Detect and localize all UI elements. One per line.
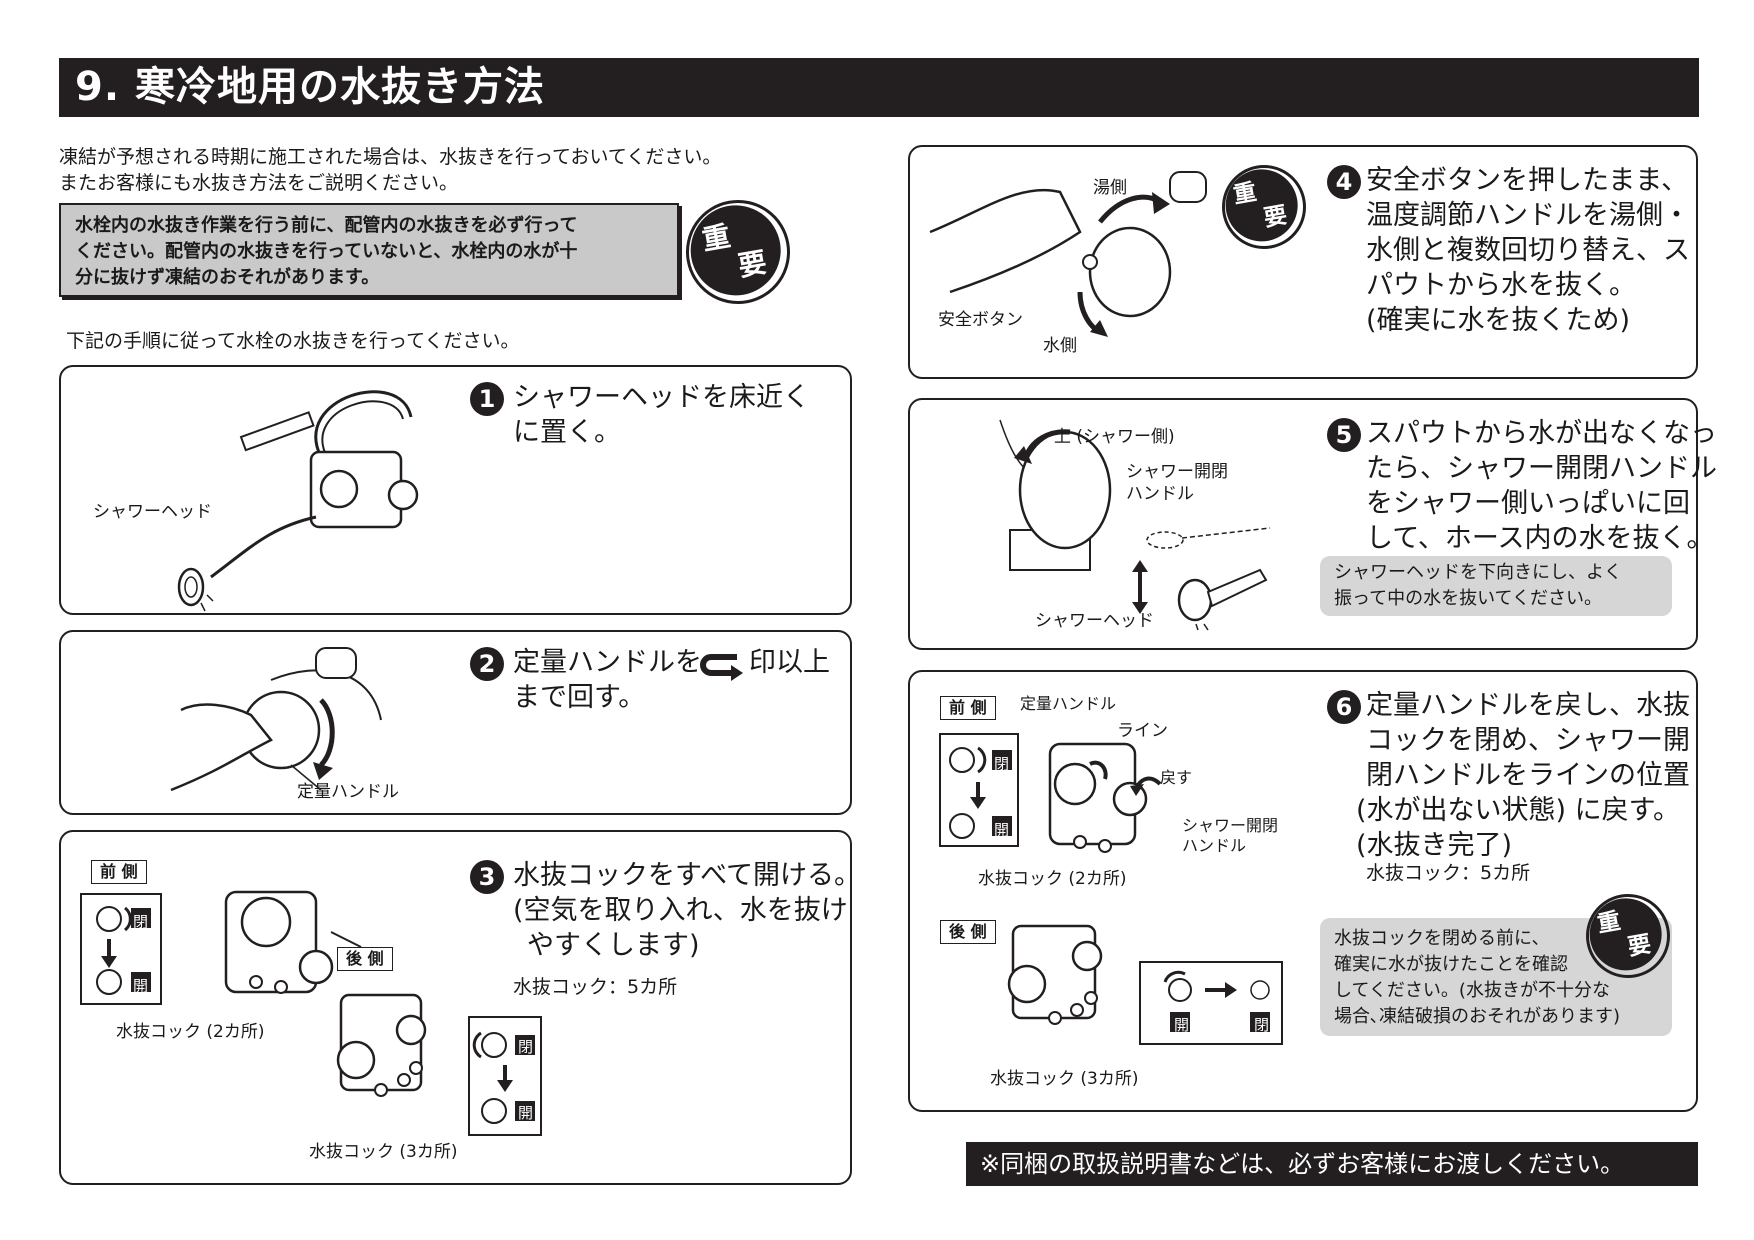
step-5-tip: シャワーヘッドを下向きにし、よく 振って中の水を抜いてください。	[1320, 556, 1672, 616]
cock-inset-back	[468, 1016, 542, 1136]
step-5-line-3: をシャワー側いっぱいに回	[1366, 488, 1690, 519]
safety-button-illustration	[929, 171, 1207, 337]
close-label-back: 閉	[518, 1038, 534, 1056]
cock-inset-front	[80, 893, 162, 1005]
step-2-line-1a: 定量ハンドルを	[513, 647, 702, 678]
step-2-number: 2	[470, 647, 504, 681]
step-4-number: 4	[1327, 165, 1361, 199]
safety-button-label: 安全ボタン	[938, 310, 1023, 330]
step-4-panel: 湯側 安全ボタン 水側 重 要 4 安全ボタンを押したまま、 温度調節ハンドルを…	[908, 145, 1698, 379]
step-2-line-2: まで回す。	[513, 682, 646, 713]
front-side-tag: 前 側	[91, 860, 147, 884]
warning-line-2: ください。配管内の水抜きを行っていないと、水栓内の水が十	[75, 241, 578, 262]
valve-body-front-illustration	[224, 890, 362, 994]
pipe-drain-warning: 水栓内の水抜き作業を行う前に、配管内の水抜きを必ず行って ください。配管内の水抜…	[59, 203, 679, 297]
return-label: 戻す	[1160, 768, 1193, 787]
warning-line-1: 水栓内の水抜き作業を行う前に、配管内の水抜きを必ず行って	[75, 215, 578, 236]
step-4-line-4: パウトから水を抜く。	[1366, 270, 1636, 301]
shower-head-label: シャワーヘッド	[93, 502, 212, 522]
step-6-line-4: (水が出ない状態) に戻す。	[1356, 795, 1680, 826]
step-1-number: 1	[470, 382, 504, 416]
step-2-line-1b: 印以上	[749, 647, 830, 678]
step-3-line-2: (空気を取り入れ、水を抜け	[513, 895, 848, 926]
step-2-panel: 定量ハンドル 2 定量ハンドルを 印以上 まで回す。	[59, 630, 852, 815]
back-side-tag: 後 側	[337, 947, 393, 971]
close-label-6: 閉	[994, 755, 1010, 773]
important-badge-step-6: 重 要	[1579, 887, 1677, 985]
step-5-panel: 上 (シャワー側) シャワー開閉 ハンドル シャワーヘッド 5 スパウトから水が…	[908, 398, 1717, 650]
close-label-6b: 閉	[1254, 1016, 1270, 1034]
step-4-line-2: 温度調節ハンドルを湯側・	[1366, 200, 1690, 231]
back-side-tag-6: 後 側	[940, 920, 996, 944]
section-title-bar: 9. 寒冷地用の水抜き方法	[59, 58, 1699, 117]
step-4-line-1: 安全ボタンを押したまま、	[1366, 165, 1689, 196]
step-6-line-1: 定量ハンドルを戻し、水抜	[1366, 690, 1690, 721]
shower-handle-label-6a: シャワー開閉	[1182, 816, 1279, 835]
procedure-intro: 下記の手順に従って水栓の水抜きを行ってください。	[66, 330, 520, 352]
step-3-line-3: やすくします)	[527, 930, 700, 961]
step-6-note: 水抜コック：5カ所	[1366, 862, 1531, 884]
cock-2-label: 水抜コック (2カ所)	[116, 1022, 265, 1042]
step-5-line-1: スパウトから水が出なくなっ	[1366, 418, 1717, 449]
step-1-line-1: シャワーヘッドを床近く	[513, 382, 810, 413]
close-label-front: 閉	[133, 913, 149, 931]
step-5-line-2: たら、シャワー開閉ハンドル	[1366, 453, 1717, 484]
cock-3-label-6: 水抜コック (3カ所)	[990, 1069, 1139, 1089]
important-badge: 重 要	[677, 191, 799, 313]
open-label-6: 開	[994, 821, 1010, 839]
shower-handle-label-6b: ハンドル	[1182, 836, 1247, 855]
intro-line-2: またお客様にも水抜き方法をご説明ください。	[59, 172, 459, 194]
shower-side-label: 上 (シャワー側)	[1054, 427, 1175, 447]
teiryo-handle-label: 定量ハンドル	[297, 782, 399, 802]
cock-3-label: 水抜コック (3カ所)	[309, 1142, 458, 1162]
open-label-front: 開	[133, 977, 149, 995]
step-4-line-3: 水側と複数回切り替え、ス	[1366, 235, 1690, 266]
step-6-panel: 前 側 定量ハンドル ライン 戻す シャワー開閉 ハンドル 閉 開 水抜コック …	[908, 670, 1698, 1112]
teiryo-handle-label-6: 定量ハンドル	[1020, 694, 1117, 713]
shower-handle-label-1: シャワー開閉	[1126, 462, 1228, 482]
cold-side-label: 水側	[1043, 336, 1077, 356]
footer-notice-bar: ※同梱の取扱説明書などは、必ずお客様にお渡しください。	[966, 1142, 1698, 1186]
footer-notice: ※同梱の取扱説明書などは、必ずお客様にお渡しください。	[980, 1150, 1625, 1178]
cock-2-label-6: 水抜コック (2カ所)	[978, 869, 1127, 889]
step-6-line-2: コックを閉め、シャワー開	[1366, 725, 1690, 756]
faucet-with-shower-illustration	[177, 390, 419, 612]
step-6-line-3: 閉ハンドルをラインの位置	[1366, 760, 1690, 791]
shower-head-label-5: シャワーヘッド	[1035, 611, 1154, 631]
shower-handle-label-2: ハンドル	[1126, 484, 1194, 504]
step-5-number: 5	[1327, 418, 1361, 452]
valve-back-close-illustration	[1007, 924, 1283, 1045]
hand-turning-handle-illustration	[170, 647, 382, 792]
shower-handle-illustration	[999, 419, 1271, 631]
step-3-note: 水抜コック：5カ所	[513, 976, 678, 998]
front-side-tag-6: 前 側	[940, 696, 996, 720]
step-3-number: 3	[470, 860, 504, 894]
step-1-line-2: に置く。	[513, 417, 621, 448]
section-title: 9. 寒冷地用の水抜き方法	[75, 64, 545, 110]
line-label: ライン	[1117, 721, 1168, 741]
step-1-panel: シャワーヘッド 1 シャワーヘッドを床近く に置く。	[59, 365, 852, 615]
step-6-line-5: (水抜き完了)	[1356, 830, 1513, 861]
hot-side-label: 湯側	[1093, 178, 1127, 198]
intro-line-1: 凍結が予想される時期に施工された場合は、水抜きを行っておいてください。	[59, 146, 722, 168]
step-3-panel: 前 側 閉 開 水抜コック (2カ所) 後 側 水抜コック (3カ所)	[59, 830, 861, 1185]
step-6-number: 6	[1327, 690, 1361, 724]
valve-front-return-illustration	[939, 733, 1162, 853]
warning-line-3: 分に抜けず凍結のおそれがあります。	[75, 267, 380, 288]
step-4-line-5: (確実に水を抜くため)	[1366, 305, 1631, 336]
step-3-line-1: 水抜コックをすべて開ける。	[513, 860, 862, 891]
open-label-back: 開	[518, 1104, 534, 1122]
open-label-6b: 開	[1174, 1016, 1190, 1034]
step-5-line-4: して、ホース内の水を抜く。	[1366, 523, 1714, 554]
important-badge-step-4: 重 要	[1215, 158, 1313, 256]
valve-body-back-illustration	[336, 993, 427, 1097]
rotation-mark-icon	[700, 654, 743, 681]
